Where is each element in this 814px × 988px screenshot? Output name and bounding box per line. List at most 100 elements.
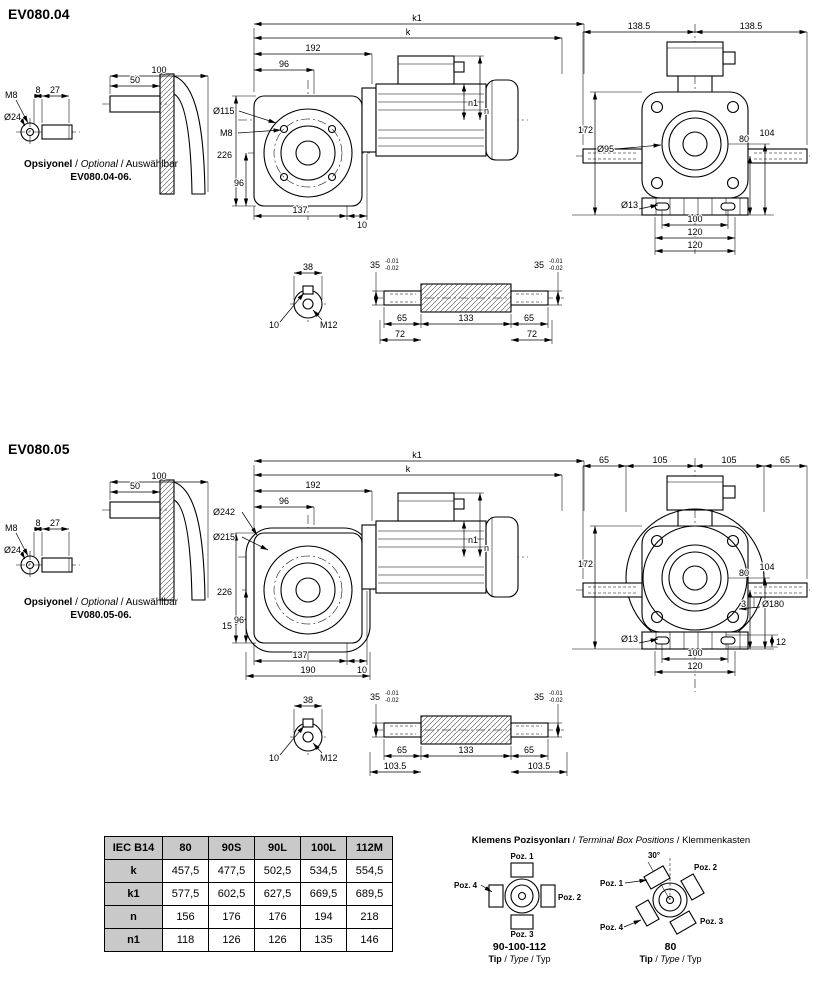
dim-80-label: 80 <box>739 134 749 144</box>
dim-38-label: 38 <box>303 695 313 705</box>
table-row: n 156 176 176 194 218 <box>104 905 393 929</box>
dim-n-label: n <box>484 543 489 553</box>
table-cell: 689,5 <box>346 882 393 906</box>
position-leaders <box>480 884 493 893</box>
table-header-cell: 80 <box>162 836 209 860</box>
tolerance-upper: -0.01 <box>549 691 563 697</box>
dim-3-label: 3 <box>741 599 746 609</box>
dim-103-left-label: 103.5 <box>384 761 407 771</box>
table-cell: 146 <box>346 928 393 952</box>
tip-en: Type <box>660 954 680 964</box>
dimension-lines <box>572 29 808 255</box>
dim-dia24-label: Ø24 <box>4 112 21 122</box>
dim-96-top-label: 96 <box>279 496 289 506</box>
ev04-shaft-end-detail: 38 10 M12 <box>268 261 339 331</box>
table-header-row: IEC B14 80 90S 90L 100L 112M <box>104 836 393 860</box>
dim-m12-label: M12 <box>320 753 338 763</box>
dim-n1-label: n1 <box>468 535 478 545</box>
cover-outline <box>109 479 206 601</box>
dim-n-label: n <box>484 106 489 116</box>
terminal-box <box>666 475 736 526</box>
dim-k-label: k <box>406 464 411 474</box>
table-cell: 627,5 <box>254 882 301 906</box>
motor <box>361 492 519 598</box>
note-de: Auswählbar <box>125 159 178 170</box>
ev04-side-view: k1 k 192 96 n1 n 226 96 Ø115 M8 137 10 <box>212 12 585 231</box>
dimension-labels: 65 105 105 65 172 104 80 3 Ø180 12 Ø13 1… <box>577 454 791 672</box>
separator: / <box>528 954 537 964</box>
dim-105-right-label: 105 <box>721 455 736 465</box>
gearbox-front-face <box>582 91 808 216</box>
input-shaft-outline <box>20 122 73 142</box>
dimension-lines <box>15 526 70 560</box>
type-sizes: 80 <box>664 941 677 953</box>
dim-72-left-label: 72 <box>395 329 405 339</box>
table-cell: 457,5 <box>162 859 209 883</box>
ev05-side-view: k1 k 192 96 Ø242 Ø215 n1 n 226 96 15 137… <box>212 449 585 680</box>
dim-8-label: 8 <box>35 518 40 528</box>
dimension-lines <box>372 272 562 344</box>
tolerance-upper: -0.01 <box>385 691 399 697</box>
heading-de: Klemmenkasten <box>682 835 751 846</box>
table-cell: 502,5 <box>254 859 301 883</box>
heading-en: Terminal Box Positions <box>577 835 675 846</box>
dim-50-label: 50 <box>130 75 140 85</box>
table-row: k 457,5 477,5 502,5 534,5 554,5 <box>104 859 393 883</box>
terminal-box <box>666 41 736 92</box>
dim-96-left-label: 96 <box>234 615 244 625</box>
dim-65-left-label: 65 <box>599 455 609 465</box>
table-cell: 602,5 <box>208 882 255 906</box>
separator: / <box>674 835 683 846</box>
optional-note-ref: EV080.04-06. <box>70 172 132 183</box>
dim-k1-label: k1 <box>412 13 422 23</box>
dim-38-label: 38 <box>303 262 313 272</box>
dim-dia24-label: Ø24 <box>4 545 21 555</box>
position-labels: Poz. 1 Poz. 2 Poz. 3 Poz. 4 <box>453 851 583 940</box>
row-header-cell: k <box>104 859 163 883</box>
poz2-label: Poz. 2 <box>694 863 718 872</box>
dim-dia115-label: Ø115 <box>213 106 234 116</box>
dim-dia95-label: Ø95 <box>597 144 614 154</box>
table-cell: 135 <box>300 928 347 952</box>
table-cell: 194 <box>300 905 347 929</box>
dim-72-right-label: 72 <box>527 329 537 339</box>
dim-104-label: 104 <box>759 562 774 572</box>
dim-103-right-label: 103.5 <box>528 761 551 771</box>
table-cell: 669,5 <box>300 882 347 906</box>
table-cell: 126 <box>208 928 255 952</box>
dim-n1-label: n1 <box>468 98 478 108</box>
dim-35-left-label: 35 <box>370 692 380 702</box>
poz4-label: Poz. 4 <box>600 923 624 932</box>
dimension-labels: 100 50 <box>129 64 168 86</box>
optional-note-ev04: Opsiyonel / Optional / Auswählbar EV080.… <box>6 158 196 184</box>
dim-120a-label: 120 <box>687 227 702 237</box>
separator: / <box>72 159 81 170</box>
dimension-labels: 100 50 <box>129 470 168 492</box>
dim-dia13-label: Ø13 <box>621 634 638 644</box>
poz3-label: Poz. 3 <box>510 930 534 939</box>
dim-80-label: 80 <box>739 568 749 578</box>
worm-shaft-outline <box>383 715 549 745</box>
poz3-label: Poz. 3 <box>700 917 724 926</box>
dim-96-top-label: 96 <box>279 59 289 69</box>
table-row: k1 577,5 602,5 627,5 669,5 689,5 <box>104 882 393 906</box>
section-title-ev08004: EV080.04 <box>8 6 70 22</box>
dim-100-label: 100 <box>151 65 166 75</box>
dim-dia215-label: Ø215 <box>213 532 235 542</box>
type-sizes: 90-100-112 <box>492 941 547 953</box>
dim-120b-label: 120 <box>687 240 702 250</box>
note-tr: Opsiyonel <box>23 159 73 170</box>
poz2-label: Poz. 2 <box>558 893 582 902</box>
dim-50-label: 50 <box>130 481 140 491</box>
shaft-end-outline <box>293 285 323 319</box>
dimension-lines <box>232 458 585 680</box>
ev04-input-shaft-detail: M8 8 27 Ø24 <box>3 84 80 146</box>
dim-10-label: 10 <box>357 220 367 230</box>
dimension-lines <box>369 704 568 776</box>
dim-138a-label: 138.5 <box>628 21 651 31</box>
row-header-cell: n <box>104 905 163 929</box>
position-labels: 30° Poz. 1 Poz. 2 Poz. 3 Poz. 4 <box>599 850 725 933</box>
note-de: Auswählbar <box>125 597 178 608</box>
tolerance-lower: -0.02 <box>385 698 399 704</box>
table-cell: 176 <box>254 905 301 929</box>
